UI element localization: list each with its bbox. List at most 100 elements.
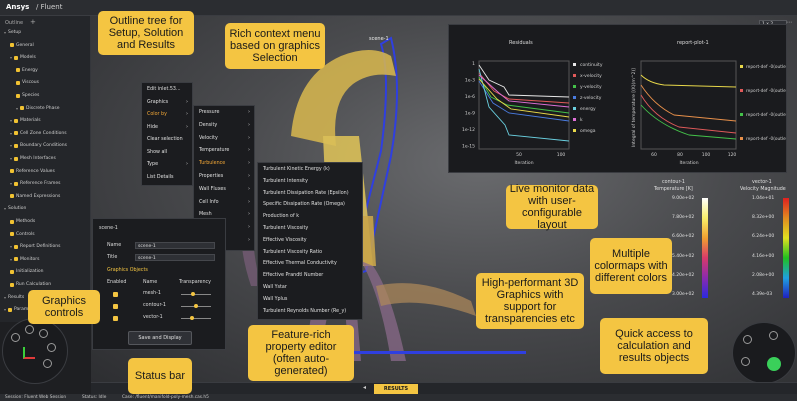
menu-item[interactable]: Velocity — [199, 135, 218, 141]
chevron-down-icon[interactable]: ▾ — [10, 55, 13, 61]
tree-item[interactable]: Reference Values — [10, 169, 55, 174]
monitor-objects-button[interactable] — [769, 331, 778, 340]
tree-item[interactable]: Named Expressions — [10, 194, 60, 199]
tree-node-icon — [10, 219, 14, 224]
pan-button[interactable] — [39, 329, 48, 338]
tree-item[interactable]: Viscous — [16, 80, 39, 85]
tree-item[interactable]: ▾Setup — [4, 30, 21, 35]
callout-monitor: Live monitor data with user-configurable… — [506, 183, 598, 231]
menu-item[interactable]: Turbulent Intensity — [263, 178, 308, 184]
name-field[interactable]: scene-1 — [135, 242, 215, 249]
menu-item[interactable]: Hide — [147, 124, 158, 130]
menu-item[interactable]: Turbulent Reynolds Number (Re_y) — [263, 308, 347, 314]
transparency-slider-handle[interactable] — [194, 304, 198, 308]
add-icon[interactable]: + — [30, 18, 36, 26]
tree-item[interactable]: ▾Discrete Phase — [16, 106, 59, 111]
calculation-icon[interactable] — [767, 357, 781, 371]
tab-results[interactable]: RESULTS — [374, 384, 418, 394]
chevron-down-icon[interactable]: ▾ — [10, 130, 13, 136]
menu-item[interactable]: List Details — [147, 174, 174, 180]
menu-item[interactable]: Turbulence — [199, 161, 226, 167]
tree-item[interactable]: ▾Boundary Conditions — [10, 143, 67, 148]
transparency-slider-handle[interactable] — [189, 316, 194, 320]
tree-item[interactable]: ▾Models — [10, 55, 36, 60]
menu-item[interactable]: Show all — [147, 149, 168, 155]
chevron-down-icon[interactable]: ▾ — [10, 256, 13, 262]
menu-item[interactable]: Turbulent Kinetic Energy (k) — [263, 167, 330, 172]
tree-item[interactable]: Methods — [10, 219, 35, 224]
chevron-down-icon[interactable]: ▾ — [10, 143, 13, 149]
tree-item[interactable]: Initialization — [10, 269, 43, 274]
zoom-fit-button[interactable] — [11, 333, 20, 342]
menu-item[interactable]: Graphics — [147, 99, 169, 105]
tree-item[interactable]: ▾Report Definitions — [10, 244, 61, 249]
reports-objects-button[interactable] — [741, 357, 750, 366]
more-options-icon[interactable]: ⋯ — [786, 19, 792, 26]
menu-item[interactable]: Effective Prandtl Number — [263, 273, 324, 279]
rotate-button[interactable] — [25, 325, 34, 334]
chevron-down-icon[interactable]: ▾ — [4, 30, 7, 35]
chevron-down-icon[interactable]: ▾ — [4, 206, 7, 212]
menu-item[interactable]: Turbulent Viscosity Ratio — [263, 249, 323, 255]
zoom-button[interactable] — [47, 343, 56, 352]
tree-item[interactable]: Energy — [16, 68, 38, 73]
chevron-down-icon[interactable]: ▾ — [10, 156, 13, 161]
menu-item[interactable]: Density — [199, 122, 218, 128]
tree-node-icon — [10, 43, 14, 48]
menu-item[interactable]: Clear selection — [147, 137, 183, 142]
menu-item[interactable]: Mesh — [199, 212, 212, 218]
menu-item[interactable]: Turbulent Viscosity — [263, 226, 309, 231]
menu-item[interactable]: Effective Viscosity — [263, 237, 307, 243]
tree-item[interactable]: ▾Reference Frames — [10, 181, 60, 186]
chevron-down-icon[interactable]: ▾ — [10, 118, 13, 124]
tree-item[interactable]: ▾Cell Zone Conditions — [10, 131, 67, 136]
enabled-checkbox[interactable] — [113, 292, 118, 297]
collapse-arrow-icon[interactable]: ◂ — [363, 384, 367, 391]
menu-item[interactable]: Properties — [199, 174, 224, 179]
tree-item[interactable]: ▾Solution — [4, 206, 26, 211]
chevron-down-icon[interactable]: ▾ — [4, 294, 7, 300]
tree-item[interactable]: ▾Monitors — [10, 257, 39, 262]
tree-item[interactable]: ▾Materials — [10, 118, 41, 123]
menu-item[interactable]: Specific Dissipation Rate (Omega) — [263, 202, 345, 208]
menu-item[interactable]: Wall Ystar — [263, 285, 287, 290]
transparency-slider[interactable] — [181, 294, 211, 295]
report-series-line — [640, 94, 737, 134]
menu-item[interactable]: Production of k — [263, 214, 299, 220]
menu-item[interactable]: Wall Yplus — [263, 296, 288, 302]
menu-item[interactable]: Cell Info — [199, 199, 219, 205]
transparency-slider-handle[interactable] — [191, 292, 195, 296]
chevron-down-icon[interactable]: ▾ — [4, 307, 7, 313]
tree-item[interactable]: Controls — [10, 232, 35, 237]
colorbar-tick-label: 4.20e+02 — [672, 272, 695, 278]
menu-item[interactable]: Type — [147, 162, 159, 167]
menu-item[interactable]: Temperature — [199, 148, 230, 154]
enabled-checkbox[interactable] — [113, 316, 118, 321]
transparency-slider[interactable] — [181, 318, 211, 319]
results-objects-button[interactable] — [743, 335, 752, 344]
menu-item[interactable]: Turbulent Dissipation Rate (Epsilon) — [263, 190, 349, 196]
title-field[interactable]: scene-1 — [135, 254, 215, 261]
menu-item[interactable]: Color by — [147, 112, 167, 117]
save-and-display-button[interactable]: Save and Display — [128, 331, 192, 345]
tree-item[interactable]: ▾Parameters — [4, 307, 40, 312]
residuals-y-tick: 1e-9 — [465, 111, 475, 117]
menu-item[interactable]: Effective Thermal Conductivity — [263, 261, 337, 267]
tree-item[interactable]: ▾Results — [4, 295, 24, 300]
name-field-value: scene-1 — [138, 244, 156, 249]
menu-item[interactable]: Wall Fluxes — [199, 186, 226, 192]
tree-item[interactable]: General — [10, 43, 34, 48]
view-button[interactable] — [43, 359, 52, 368]
tree-item[interactable]: Run Calculation — [10, 282, 51, 287]
chevron-down-icon[interactable]: ▾ — [16, 105, 19, 111]
menu-item[interactable]: Edit inlet.53... — [147, 87, 181, 92]
chevron-down-icon[interactable]: ▾ — [10, 181, 13, 187]
col-enabled: Enabled — [107, 280, 127, 285]
tree-item[interactable]: ▾Mesh Interfaces — [10, 156, 56, 161]
menu-item[interactable]: Pressure — [199, 110, 220, 115]
enabled-checkbox[interactable] — [113, 304, 118, 309]
app-title: / Fluent — [36, 3, 63, 11]
chevron-down-icon[interactable]: ▾ — [10, 244, 13, 250]
tree-node-icon — [14, 156, 19, 161]
tree-item[interactable]: Species — [16, 93, 39, 98]
